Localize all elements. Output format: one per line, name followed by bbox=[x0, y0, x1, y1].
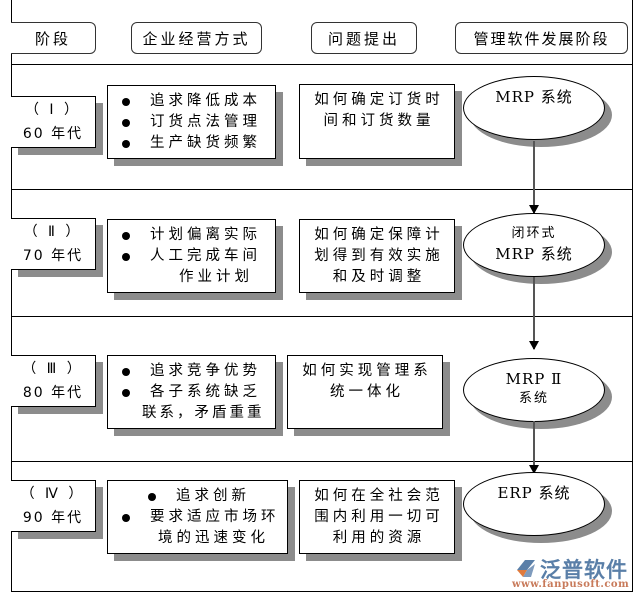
system-ellipse: 闭环式 MRP 系统 bbox=[463, 213, 605, 277]
arrow-head-icon bbox=[529, 465, 539, 474]
bullet-icon bbox=[148, 493, 156, 501]
stage-roman: （ Ⅱ ） bbox=[23, 224, 83, 240]
business-item: 追求创新 bbox=[176, 488, 250, 504]
header-problem-label: 问题提出 bbox=[327, 29, 400, 48]
bullet-icon bbox=[122, 140, 130, 148]
business-item: 追求降低成本 bbox=[150, 93, 261, 109]
header-software-stage: 管理软件发展阶段 bbox=[455, 22, 628, 54]
bullet-icon bbox=[122, 514, 130, 522]
business-item: 生产缺货频繁 bbox=[150, 135, 261, 151]
business-item: 要求适应市场环 bbox=[150, 509, 280, 525]
business-item-continuation: 境的迅速变化 bbox=[158, 530, 269, 546]
stage-decade: 80 年代 bbox=[22, 385, 84, 401]
header-business-mode-label: 企业经营方式 bbox=[142, 29, 251, 48]
question-box-4: 如何在全社会范 围内利用一切可 利用的资源 bbox=[299, 480, 455, 554]
system-node-2: 闭环式 MRP 系统 bbox=[463, 213, 612, 284]
row-divider-2 bbox=[11, 316, 633, 317]
business-box-1: 追求降低成本 订货点法管理 生产缺货频繁 bbox=[107, 85, 276, 159]
question-box-3: 如何实现管理系 统一体化 bbox=[287, 355, 443, 429]
arrow-1-to-2 bbox=[529, 141, 539, 214]
business-item: 人工完成车间 bbox=[150, 248, 261, 264]
business-item: 计划偏离实际 bbox=[150, 227, 261, 243]
business-item-continuation: 联系，矛盾重重 bbox=[142, 405, 265, 421]
header-divider bbox=[11, 64, 633, 65]
system-ellipse: MRP Ⅱ 系统 bbox=[463, 358, 605, 422]
stage-box-1: （ Ⅰ ） 60 年代 bbox=[11, 96, 96, 148]
header-problem: 问题提出 bbox=[311, 22, 417, 54]
bullet-icon bbox=[122, 368, 130, 376]
header-business-mode: 企业经营方式 bbox=[131, 22, 262, 54]
system-ellipse: ERP 系统 bbox=[463, 472, 605, 536]
row-divider-3 bbox=[11, 461, 633, 462]
system-label-line2: MRP 系统 bbox=[495, 245, 573, 263]
fanpu-logo-icon bbox=[517, 560, 535, 577]
arrow-head-icon bbox=[529, 341, 539, 350]
business-item: 各子系统缺乏 bbox=[150, 384, 261, 400]
header-stage: 阶段 bbox=[11, 22, 96, 54]
stage-box-2: （ Ⅱ ） 70 年代 bbox=[11, 218, 96, 270]
system-label: ERP 系统 bbox=[497, 484, 571, 502]
business-box-2: 计划偏离实际 人工完成车间 作业计划 bbox=[107, 219, 276, 293]
stage-box-3: （ Ⅲ ） 80 年代 bbox=[11, 355, 96, 407]
arrow-head-icon bbox=[529, 205, 539, 214]
system-label-line1: MRP Ⅱ bbox=[505, 370, 563, 388]
business-item: 订货点法管理 bbox=[150, 114, 261, 130]
business-item-continuation: 作业计划 bbox=[179, 269, 253, 285]
watermark-logo: 泛普软件 www.fanpusoft.com bbox=[510, 554, 635, 594]
diagram-frame bbox=[11, 0, 633, 592]
bullet-icon bbox=[122, 253, 130, 261]
watermark-name: 泛普软件 bbox=[540, 558, 628, 582]
system-label-line1: 闭环式 bbox=[511, 226, 557, 241]
bullet-icon bbox=[122, 119, 130, 127]
system-label-line2: 系统 bbox=[518, 391, 549, 406]
arrow-2-to-3 bbox=[529, 277, 539, 350]
bullet-icon bbox=[122, 98, 130, 106]
business-box-3: 追求竞争优势 各子系统缺乏 联系，矛盾重重 bbox=[107, 355, 276, 429]
question-box-2: 如何确定保障计 划得到有效实施 和及时调整 bbox=[299, 219, 455, 293]
business-item: 追求竞争优势 bbox=[150, 363, 261, 379]
system-ellipse: MRP 系统 bbox=[463, 76, 605, 140]
stage-decade: 60 年代 bbox=[22, 126, 84, 142]
system-node-1: MRP 系统 bbox=[463, 76, 612, 147]
stage-decade: 90 年代 bbox=[22, 510, 84, 526]
arrow-3-to-4 bbox=[529, 421, 539, 474]
system-label: MRP 系统 bbox=[495, 88, 573, 106]
business-box-4: 追求创新 要求适应市场环 境的迅速变化 bbox=[107, 480, 288, 554]
stage-box-4: （ Ⅳ ） 90 年代 bbox=[11, 480, 96, 532]
system-node-4: ERP 系统 bbox=[463, 472, 612, 543]
header-stage-label: 阶段 bbox=[34, 29, 71, 48]
header-software-stage-label: 管理软件发展阶段 bbox=[473, 29, 610, 48]
stage-roman: （ Ⅰ ） bbox=[24, 102, 82, 118]
bullet-icon bbox=[122, 389, 130, 397]
row-divider-1 bbox=[11, 189, 633, 190]
bullet-icon bbox=[122, 232, 130, 240]
watermark-url: www.fanpusoft.com bbox=[512, 579, 630, 590]
system-node-3: MRP Ⅱ 系统 bbox=[463, 358, 612, 429]
question-box-1: 如何确定订货时 间和订货数量 bbox=[299, 84, 455, 159]
stage-roman: （ Ⅲ ） bbox=[22, 361, 84, 377]
stage-decade: 70 年代 bbox=[22, 248, 84, 264]
stage-roman: （ Ⅳ ） bbox=[20, 486, 86, 502]
